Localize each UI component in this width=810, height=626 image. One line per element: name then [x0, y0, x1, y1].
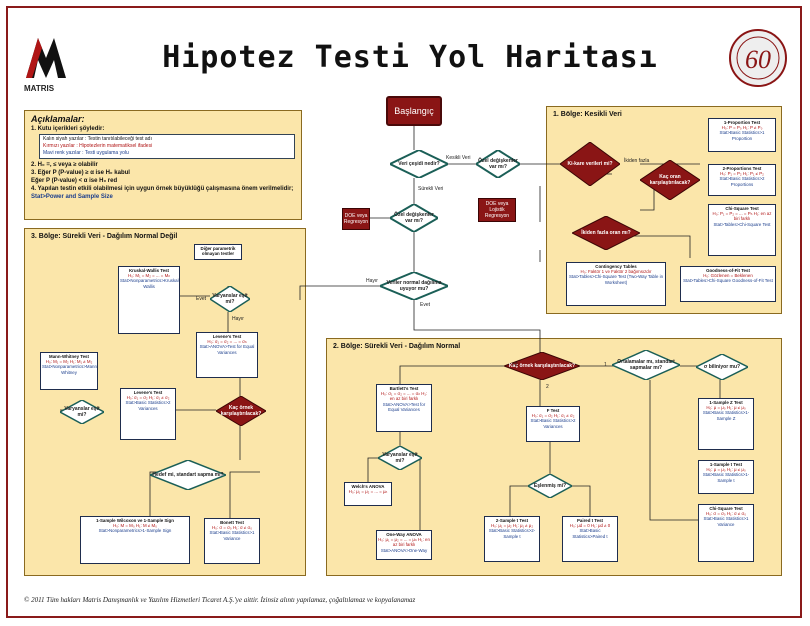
edge-label-bir: 1 [604, 362, 607, 368]
legend-item-2: 2. H₀ =, ≤ veya ≥ olabilir [31, 162, 98, 168]
edge-label-hayir-2: Hayır [232, 316, 244, 322]
decision-kac-oran: Kaç oran karşılaştırılacak? [640, 160, 700, 200]
decision-p3-esit: Varyanslar eşit mi? [210, 286, 250, 312]
matris-logo [24, 34, 68, 80]
panel-discrete-title: 1. Bölge: Kesikli Veri [553, 111, 622, 118]
legend-item-3: 3. Eğer P (P-value) ≥ α ise H₀ kabul [31, 170, 130, 176]
decision-p3-kac-ornek: Kaç örnek karşılaştırılacak? [216, 396, 266, 426]
legend-black: Kalın siyah yazılar : Testin tanıtılabil… [43, 136, 152, 142]
edge-label-iki: 2 [546, 384, 549, 390]
decision-ki-kare: Ki-kare verileri mi? [560, 142, 620, 186]
decision-ozel-degisken-1: Özel değişkenler var mı? [476, 150, 520, 178]
legend-blue: Mavi renk yazılar : Testi uygulama yolu [43, 150, 129, 156]
page-title: Hipotez Testi Yol Haritası [162, 40, 658, 75]
decision-p2-esit-2: Eşlenmiş mi? [528, 474, 572, 498]
edge-label-ikiden-fazla: İkiden fazla [624, 158, 650, 164]
decision-ikiden-fazla: İkiden fazla oran mı? [572, 216, 640, 250]
edge-label-evet-1: Evet [420, 302, 431, 308]
copyright-footer: © 2011 Tüm hakları Matris Danışmanlık ve… [24, 596, 416, 604]
decision-p2-bilinen: σ biliniyor mu? [696, 354, 748, 380]
doe-logistic-box: DOE veya Lojistik Regresyon [478, 198, 516, 222]
start-node: Başlangıç [386, 96, 442, 126]
edge-label-surekli: Sürekli Veri [418, 186, 444, 192]
legend-box: Kalın siyah yazılar : Testin tanıtılabil… [39, 134, 295, 159]
legend-panel: Açıklamalar: 1. Kutu içerikleri şöyledir… [24, 110, 302, 220]
decision-veri-cesidi: Veri çeşidi nedir? [390, 150, 448, 178]
anniversary-seal: 60 [729, 29, 787, 87]
legend-item-4: 4. Yapılan testin etkili olabilmesi için… [31, 186, 294, 192]
decision-ozel-degisken-2: Özel değişkenler var mı? [390, 204, 438, 232]
doe-regression-box: DOE veya Regresyon [342, 208, 370, 230]
decision-p3-esit-2: Varyanslar eşit mi? [60, 400, 104, 424]
legend-item-3b: Eğer P (P-value) < α ise H₀ red [31, 178, 118, 184]
seal-number: 60 [745, 45, 771, 74]
edge-label-evet-2: Evet [196, 296, 207, 302]
edge-label-kesikli: Kesikli Veri [446, 155, 471, 161]
legend-red: Kırmızı yazılar : Hipotezlerin matematik… [43, 143, 153, 149]
decision-normal-dagilim: Veriler normal dağılıma uyuyor mu? [380, 272, 448, 300]
decision-p3-hedef: Hedef mi, standart sapma mı? [150, 460, 226, 490]
legend-item-4b: Stat>Power and Sample Size [31, 194, 113, 200]
panel-normal-title: 2. Bölge: Sürekli Veri - Dağılım Normal [333, 343, 461, 350]
legend-item-1: 1. Kutu içerikleri şöyledir: [31, 126, 105, 132]
panel-nonnormal-title: 3. Bölge: Sürekli Veri - Dağılım Normal … [31, 233, 178, 240]
box-p3-other: Diğer parametrik olmayan testler [194, 244, 242, 260]
logo-text: MATRIS [24, 84, 55, 93]
legend-heading: Açıklamalar: [31, 114, 85, 124]
decision-p2-ortalama: Ortalamalar mı, standart sapmalar mı? [612, 350, 680, 380]
decision-p2-esit: Varyanslar eşit mi? [378, 446, 422, 470]
edge-label-hayir-1: Hayır [366, 278, 378, 284]
decision-p2-kac-ornek: Kaç örnek karşılaştırılacak? [504, 352, 580, 380]
edge-label-ikiden: >2 [512, 362, 518, 368]
